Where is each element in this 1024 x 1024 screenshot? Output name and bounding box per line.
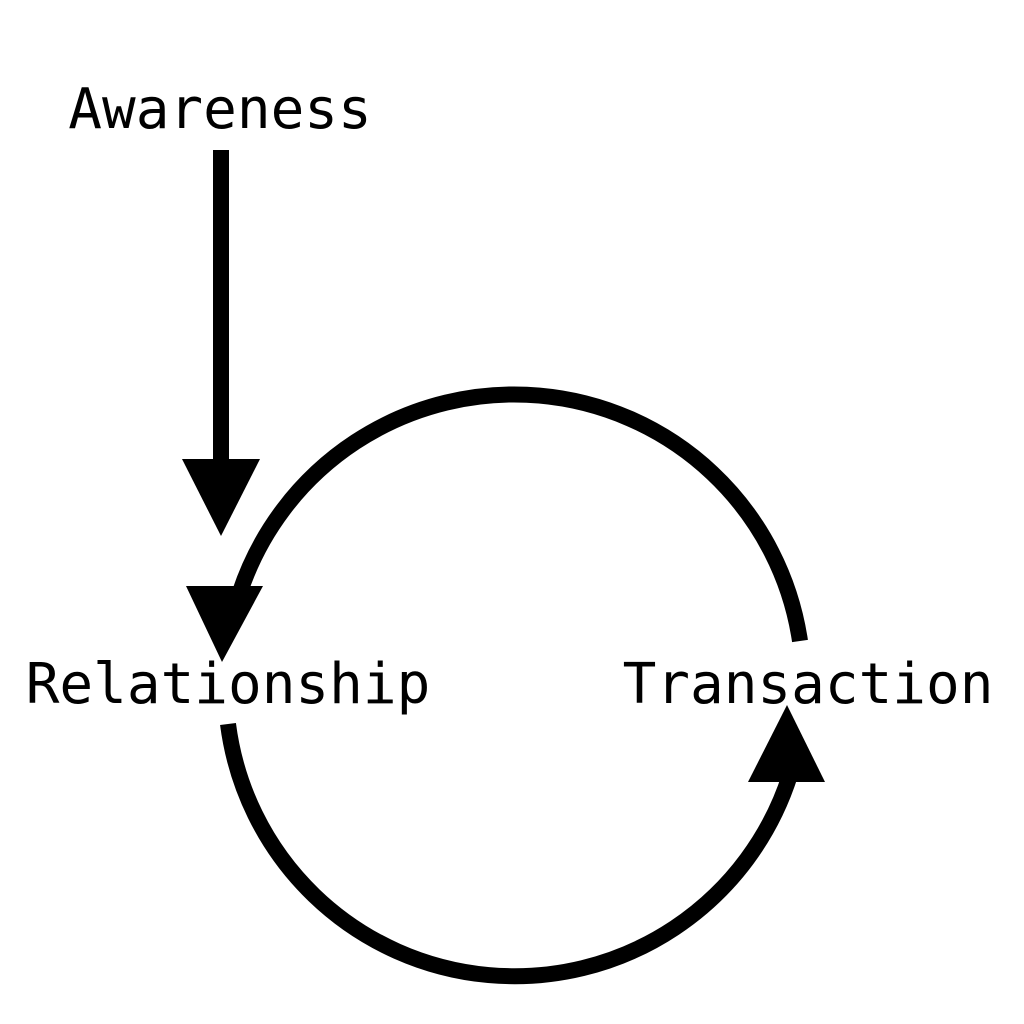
- edge-transaction-to-relationship: [186, 386, 808, 662]
- edge-relationship-to-transaction: [220, 705, 825, 985]
- node-transaction: Transaction: [623, 652, 994, 717]
- node-awareness: Awareness: [68, 77, 371, 142]
- arrowhead-down-icon: [186, 586, 263, 662]
- arrowhead-down-icon: [182, 459, 260, 536]
- edge-awareness-to-relationship: [182, 150, 260, 536]
- arrowhead-up-icon: [748, 705, 825, 782]
- edge-upper-arc: [232, 386, 808, 643]
- edge-lower-arc: [220, 722, 798, 985]
- node-relationship: Relationship: [26, 652, 431, 717]
